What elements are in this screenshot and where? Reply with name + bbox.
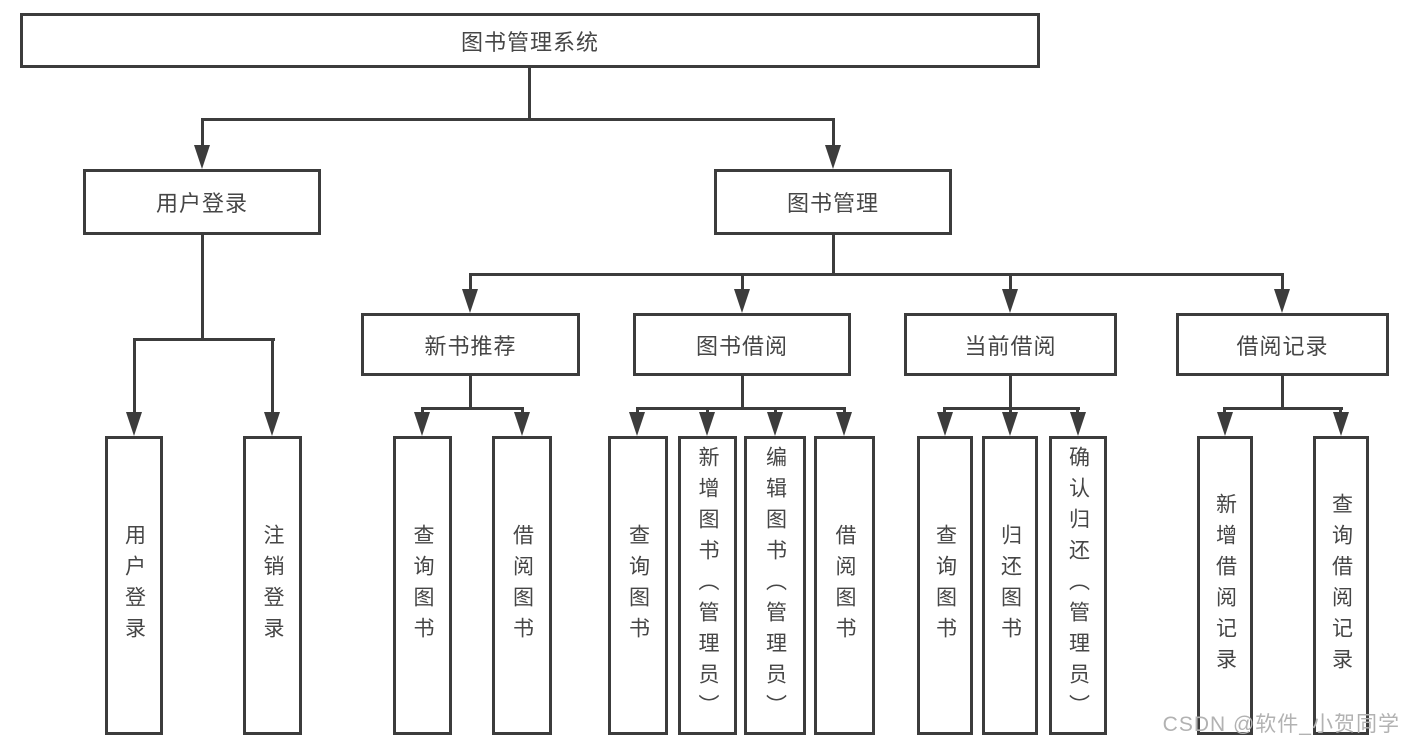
node-borrowing-records-label: 借阅记录 — [1236, 333, 1329, 359]
arrow-down-icon — [194, 145, 210, 169]
node-user-login: 用户登录 — [83, 169, 321, 235]
leaf-query-book-recommend-label: 查询图书 — [411, 523, 434, 648]
connector-line — [636, 407, 639, 415]
arrow-down-icon — [126, 412, 142, 436]
connector-line — [1076, 407, 1079, 415]
leaf-query-borrow-record: 查询借阅记录 — [1313, 436, 1369, 735]
arrow-down-icon — [629, 412, 645, 436]
node-current-borrowing: 当前借阅 — [904, 313, 1117, 376]
connector-line — [201, 235, 204, 341]
leaf-edit-book-admin-label: 编辑图书（管理员） — [763, 446, 787, 725]
connector-line — [832, 121, 835, 148]
connector-line — [741, 376, 744, 410]
connector-line — [706, 407, 709, 415]
leaf-query-book-borrowing: 查询图书 — [608, 436, 668, 735]
connector-line — [469, 273, 1284, 276]
leaf-user-login-label: 用户登录 — [122, 523, 146, 648]
connector-line — [133, 341, 136, 415]
arrow-down-icon — [514, 412, 530, 436]
arrow-down-icon — [836, 412, 852, 436]
leaf-borrow-book: 借阅图书 — [814, 436, 875, 735]
leaf-add-borrow-record-label: 新增借阅记录 — [1213, 492, 1237, 679]
leaf-add-book-admin-label: 新增图书（管理员） — [696, 446, 719, 725]
leaf-query-book-borrowing-label: 查询图书 — [626, 523, 650, 648]
leaf-user-login: 用户登录 — [105, 436, 163, 735]
arrow-down-icon — [1274, 289, 1290, 313]
connector-line — [469, 376, 472, 410]
node-borrowing-records: 借阅记录 — [1176, 313, 1389, 376]
leaf-borrow-book-label: 借阅图书 — [833, 523, 856, 648]
connector-line — [201, 121, 204, 148]
arrow-down-icon — [414, 412, 430, 436]
node-current-borrowing-label: 当前借阅 — [964, 333, 1057, 359]
connector-line — [943, 407, 946, 415]
arrow-down-icon — [699, 412, 715, 436]
connector-line — [421, 407, 524, 410]
node-new-book-recommend: 新书推荐 — [361, 313, 580, 376]
node-book-borrowing-label: 图书借阅 — [695, 333, 788, 359]
connector-line — [469, 276, 472, 292]
leaf-logout: 注销登录 — [243, 436, 302, 735]
node-book-borrowing: 图书借阅 — [633, 313, 851, 376]
leaf-add-book-admin: 新增图书（管理员） — [678, 436, 737, 735]
connector-line — [1223, 407, 1226, 415]
connector-line — [133, 338, 275, 341]
leaf-logout-label: 注销登录 — [261, 523, 284, 648]
arrow-down-icon — [1002, 412, 1018, 436]
connector-line — [1223, 407, 1343, 410]
node-system-root: 图书管理系统 — [20, 13, 1040, 68]
arrow-down-icon — [767, 412, 783, 436]
connector-line — [1009, 276, 1012, 292]
leaf-confirm-return-admin: 确认归还（管理员） — [1049, 436, 1107, 735]
connector-line — [741, 276, 744, 292]
arrow-down-icon — [825, 145, 841, 169]
node-user-login-label: 用户登录 — [155, 191, 248, 216]
node-book-management: 图书管理 — [714, 169, 952, 235]
arrow-down-icon — [264, 412, 280, 436]
arrow-down-icon — [1217, 412, 1233, 436]
leaf-borrow-book-recommend-label: 借阅图书 — [510, 523, 534, 648]
node-system-root-label: 图书管理系统 — [460, 29, 599, 55]
arrow-down-icon — [937, 412, 953, 436]
leaf-query-book-current: 查询图书 — [917, 436, 973, 735]
connector-line — [774, 407, 777, 415]
connector-line — [521, 407, 524, 415]
leaf-edit-book-admin: 编辑图书（管理员） — [744, 436, 806, 735]
node-new-book-recommend-label: 新书推荐 — [424, 333, 517, 359]
connector-line — [832, 235, 835, 276]
connector-line — [1281, 376, 1284, 410]
arrow-down-icon — [462, 289, 478, 313]
arrow-down-icon — [734, 289, 750, 313]
node-book-management-label: 图书管理 — [786, 191, 879, 216]
connector-line — [843, 407, 846, 415]
connector-line — [636, 407, 846, 410]
connector-line — [528, 68, 531, 121]
arrow-down-icon — [1002, 289, 1018, 313]
connector-line — [1339, 407, 1342, 415]
connector-line — [1281, 276, 1284, 292]
leaf-confirm-return-admin-label: 确认归还（管理员） — [1066, 446, 1090, 725]
connector-line — [1009, 407, 1012, 415]
leaf-return-book-label: 归还图书 — [998, 523, 1022, 648]
connector-line — [201, 118, 835, 121]
connector-line — [1009, 376, 1012, 410]
connector-line — [271, 341, 274, 415]
arrow-down-icon — [1333, 412, 1349, 436]
arrow-down-icon — [1070, 412, 1086, 436]
leaf-query-borrow-record-label: 查询借阅记录 — [1329, 492, 1353, 679]
csdn-watermark: CSDN @软件_小贺同学 — [1162, 713, 1400, 736]
leaf-borrow-book-recommend: 借阅图书 — [492, 436, 552, 735]
leaf-query-book-current-label: 查询图书 — [933, 523, 957, 648]
leaf-return-book: 归还图书 — [982, 436, 1038, 735]
leaf-query-book-recommend: 查询图书 — [393, 436, 452, 735]
connector-line — [421, 407, 424, 415]
leaf-add-borrow-record: 新增借阅记录 — [1197, 436, 1253, 735]
